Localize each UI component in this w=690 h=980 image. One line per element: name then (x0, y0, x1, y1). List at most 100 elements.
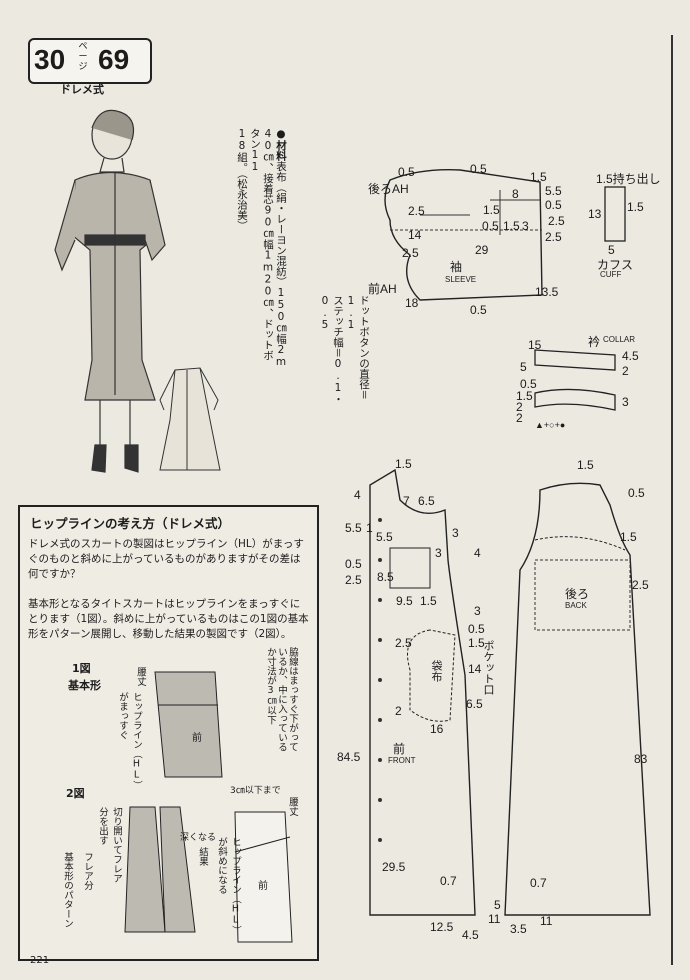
sleeve-num-k: 0.5 (482, 219, 499, 233)
fig2-spread (124, 806, 196, 933)
sleeve-num-o: 2.5 (402, 246, 419, 260)
front-num-07: 0.7 (440, 874, 457, 888)
fukaku-label: 深くなる (180, 833, 217, 843)
front-num-1: 1 (366, 521, 373, 535)
sleeve-num-m: 3 (522, 219, 529, 233)
front-num-4: 4 (354, 488, 361, 502)
hipline-paragraph-1: ドレメ式のスカートの製図はヒップライン（HL）がまっすぐのものと斜めに上がってい… (28, 538, 304, 580)
dot-note-line2: ステッチ幅＝0.1・0.5 (319, 295, 344, 405)
back-num-07: 0.7 (530, 876, 547, 890)
back-num-15: 1.5 (577, 458, 594, 472)
cuff-label-jp: カフス (597, 258, 634, 272)
page-number-badge: 69 (98, 44, 130, 75)
collar-formula: ▲+○+● (535, 420, 566, 430)
front-num-65: 6.5 (418, 494, 435, 508)
sleeve-num-h: 0.5 (545, 198, 562, 212)
front-num-125: 12.5 (430, 920, 454, 934)
back-num-11: 11 (540, 914, 553, 928)
fig1-hl-straight: ヒップライン（HL）がまっすぐ (117, 692, 142, 790)
sleeve-label-jp: 袖 (450, 260, 463, 274)
materials-text: ●材料表布（絹・レーヨン混紡）150㎝幅2m 40㎝、接着芯90㎝幅1m20㎝、… (235, 128, 287, 368)
fig2-waist: 腰丈 (287, 797, 298, 816)
fig1-waist: 腰丈 (135, 667, 146, 686)
front-num-3: 3 (452, 526, 459, 540)
cuff-top-label: 1.5持ち出し (596, 172, 661, 186)
back-num-5: 5 (494, 898, 501, 912)
sleeve-num-p: 29 (475, 243, 489, 257)
page-number: 221 (30, 955, 50, 966)
collar-num-15b: 1.5 (516, 389, 533, 403)
sleeve-num-d: 2.5 (408, 204, 425, 218)
collar-num-45: 4.5 (622, 349, 639, 363)
cuff-num-15: 1.5 (627, 200, 644, 214)
dot-button-note: ドットボタンの直径＝1.1 ステッチ幅＝0.1・0.5 (318, 295, 370, 435)
materials-credit: （松永治美） (236, 173, 248, 231)
sleeve-num-j: 2.5 (545, 230, 562, 244)
sleeve-num-q: 13.5 (535, 285, 559, 299)
front-num-3c: 3 (474, 604, 481, 618)
collar-num-5: 5 (520, 360, 527, 374)
front-num-05b: 0.5 (468, 622, 485, 636)
base-pattern-label: 基本形のパターン (62, 852, 73, 928)
front-pattern (369, 468, 476, 916)
fig2-result (234, 811, 293, 943)
sleeve-num-n: 14 (408, 228, 422, 242)
page-badge: 30 ページ 69 (28, 38, 152, 84)
sleeve-num-c: 1.5 (530, 170, 547, 184)
cut-note: 切り開いてフレア分を出す (97, 807, 122, 883)
back-num-25: 2.5 (632, 578, 649, 592)
sleeve-label-en: SLEEVE (445, 275, 477, 284)
collar-num-15: 15 (528, 338, 542, 352)
front-bag-label: 袋布 (430, 660, 443, 682)
model-illustration (54, 109, 221, 473)
back-label-jp: 後ろ (565, 587, 590, 601)
front-num-15c: 1.5 (420, 594, 437, 608)
collar-label-jp: 衿 (588, 335, 601, 349)
front-num-55b: 5.5 (376, 530, 393, 544)
flare-label: フレア分 (82, 852, 93, 890)
front-num-11: 11 (488, 912, 501, 926)
fig1-mae: 前 (192, 733, 202, 744)
result-label: 結果 (197, 847, 208, 866)
materials-title: ●材料 (275, 128, 287, 161)
hl-diag-label: ヒップライン（HL）が斜めになる (216, 837, 241, 935)
chapter-number: 30 (34, 44, 66, 75)
hipline-paragraph-2: 基本形となるタイトスカートはヒップラインをまっすぐにとります（1図）。斜めに上が… (28, 598, 309, 640)
fig2-mae: 前 (258, 881, 268, 892)
front-num-4b: 4 (474, 546, 481, 560)
front-num-45: 4.5 (462, 928, 479, 942)
front-num-25b: 2.5 (395, 636, 412, 650)
front-armhole-label: 前AH (368, 282, 397, 296)
front-num-295: 29.5 (382, 860, 406, 874)
page-rule (671, 35, 673, 965)
under-3cm: 3㎝以下まで (230, 786, 281, 796)
sleeve-num-b: 0.5 (470, 162, 487, 176)
front-num-15d: 1.5 (468, 636, 485, 650)
front-num-3b: 3 (435, 546, 442, 560)
front-num-05: 0.5 (345, 557, 362, 571)
page-kana: ページ (78, 42, 88, 72)
hipline-box: ヒップラインの考え方（ドレメ式） ドレメ式のスカートの製図はヒップライン（HL）… (18, 505, 319, 961)
back-pattern (504, 482, 651, 916)
hipline-title: ヒップラインの考え方（ドレメ式） (30, 516, 231, 531)
sleeve-num-i: 2.5 (548, 214, 565, 228)
dot-note-line1: ドットボタンの直径＝1.1 (345, 295, 370, 400)
front-num-55: 5.5 (345, 521, 362, 535)
front-num-16: 16 (430, 722, 444, 736)
sleeve-num-e: 8 (512, 187, 519, 201)
front-num-7: 7 (403, 494, 410, 508)
collar-num-2b: 2 (516, 400, 523, 414)
sleeve-pattern (384, 169, 543, 301)
fig1-side-note: 脇線はまっすぐ下がっているか、中に入っているか寸法が3㎝以下 (265, 647, 298, 752)
collar-label-en: COLLAR (603, 335, 636, 344)
front-pocket-label: ポケット口 (482, 640, 495, 695)
fig1-sub: 基本形 (68, 679, 101, 692)
collar-num-3: 3 (622, 395, 629, 409)
fig1-skirt (154, 671, 223, 778)
cuff-num-13: 13 (588, 207, 602, 221)
collar-num-05: 0.5 (520, 377, 537, 391)
materials-line1: 表布（絹・レーヨン混紡）150㎝幅2m (275, 161, 287, 368)
back-armhole-label: 後ろAH (368, 182, 409, 196)
subtitle: ドレメ式 (60, 83, 104, 96)
front-label-jp: 前 (393, 742, 406, 756)
